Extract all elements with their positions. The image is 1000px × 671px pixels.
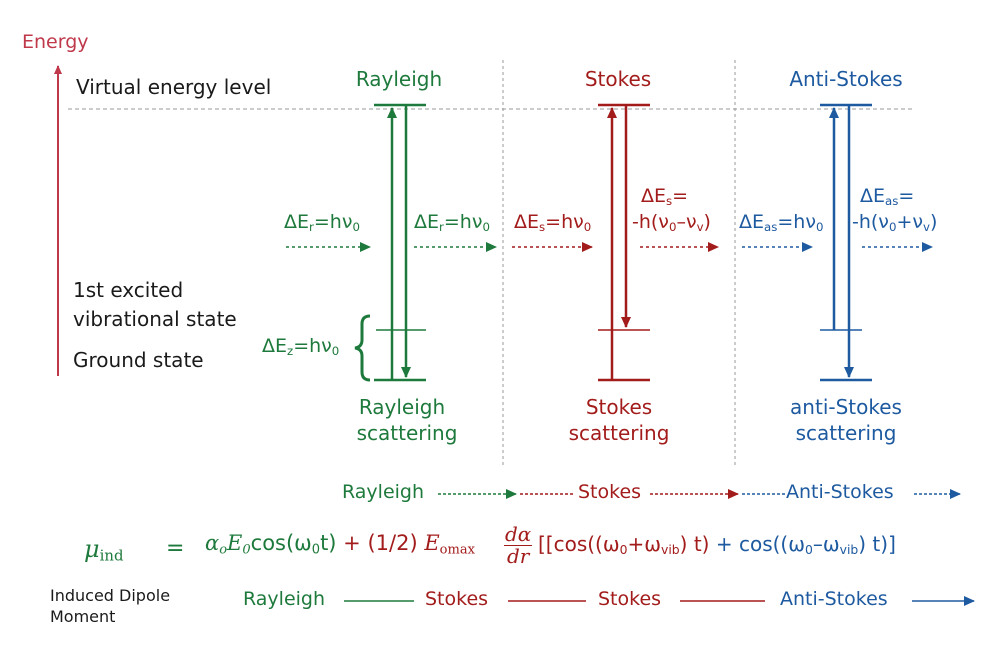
rayleigh-brace — [354, 314, 371, 382]
sequence-stokes: Stokes — [578, 481, 642, 503]
rayleigh-incident-label: ΔEr=hν0 — [284, 211, 360, 234]
rayleigh-bottom-line2: scattering — [356, 421, 458, 445]
rayleigh-levels — [374, 103, 426, 382]
equation-bracket-terms: [[cos((ω0+ωvib) t) + cos((ω0–ωvib) t)] — [538, 532, 896, 558]
antistokes-bottom-line1: anti-Stokes — [790, 395, 902, 419]
excited-state-label-line1: 1st excited — [73, 278, 184, 302]
antistokes-bottom-line2: scattering — [795, 421, 897, 445]
excited-state-label-line2: vibrational state — [73, 307, 237, 331]
stokes-scattered-label-line2: -h(ν0–νv) — [632, 211, 711, 234]
rayleigh-scattered-label: ΔEr=hν0 — [414, 211, 490, 234]
dipole-label-line1: Induced Dipole — [50, 586, 171, 605]
sequence-antistokes: Anti-Stokes — [786, 481, 894, 503]
fraction-denominator: dr — [506, 544, 530, 568]
antistokes-incident-label: ΔEas=hν0 — [739, 211, 824, 234]
antistokes-title: Anti-Stokes — [789, 67, 903, 91]
energy-axis-label: Energy — [22, 31, 89, 53]
stokes-incident-label: ΔEs=hν0 — [514, 211, 592, 234]
rayleigh-bottom-line1: Rayleigh — [358, 395, 446, 419]
ground-state-label: Ground state — [73, 348, 204, 372]
equation-fraction: dα dr — [504, 522, 533, 568]
fraction-numerator: dα — [504, 522, 533, 546]
bottom-stokes-1: Stokes — [425, 588, 489, 610]
virtual-level-label: Virtual energy level — [76, 75, 272, 99]
rayleigh-gap-label: ΔEz=hν0 — [262, 335, 340, 358]
bottom-stokes-2: Stokes — [598, 588, 662, 610]
dipole-label-line2: Moment — [50, 607, 116, 626]
induced-dipole-equation: αoE0cos(ω0t) + (1/2) Eomax — [205, 531, 475, 558]
stokes-levels — [598, 103, 650, 382]
antistokes-levels — [820, 103, 872, 382]
equation-equals: = — [166, 536, 185, 561]
sequence-rayleigh: Rayleigh — [342, 481, 425, 503]
antistokes-scattered-label-line2: -h(ν0+νv) — [852, 211, 938, 234]
dipole-symbol: μind — [84, 535, 124, 565]
stokes-scattered-label-line1: ΔEs= — [641, 185, 689, 208]
stokes-bottom-line2: scattering — [568, 421, 670, 445]
antistokes-scattered-label-line1: ΔEas= — [860, 185, 915, 208]
bottom-rayleigh: Rayleigh — [243, 588, 326, 610]
bottom-antistokes: Anti-Stokes — [780, 588, 888, 610]
stokes-bottom-line1: Stokes — [585, 395, 653, 419]
rayleigh-title: Rayleigh — [355, 67, 443, 91]
stokes-title: Stokes — [584, 67, 652, 91]
